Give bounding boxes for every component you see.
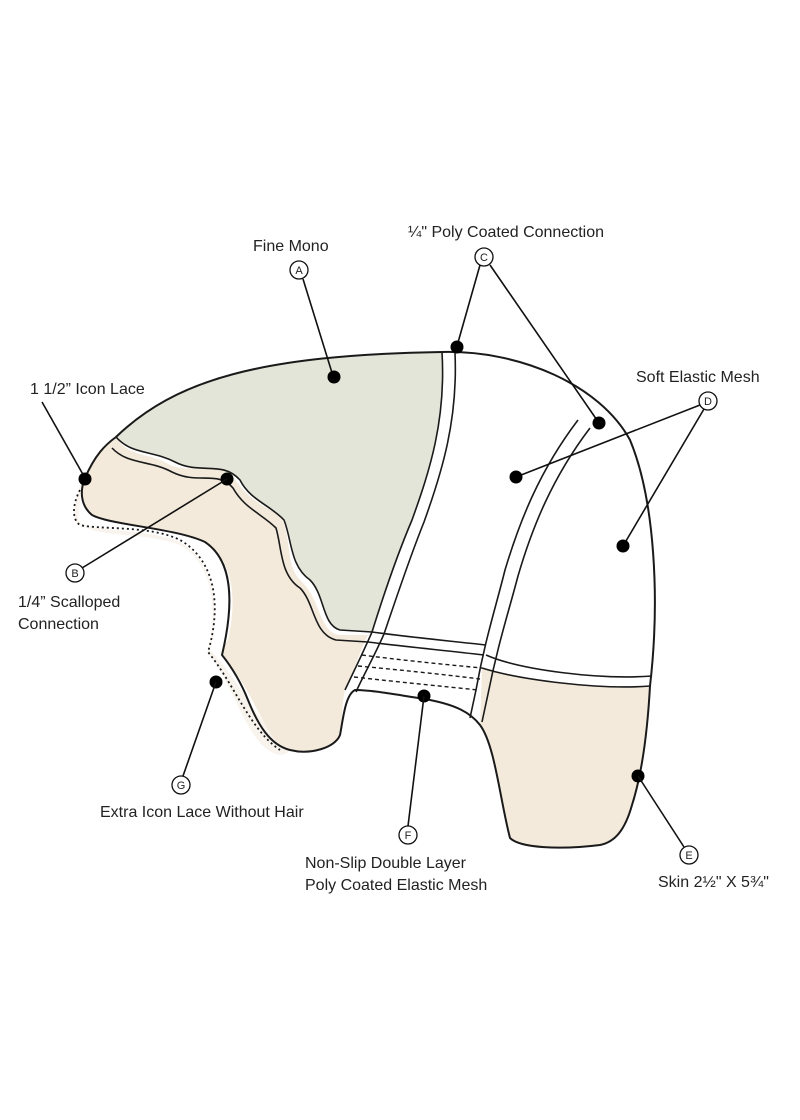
- callout-e-marker: [679, 845, 699, 865]
- non-slip-band-line-2: [367, 641, 485, 656]
- callout-b-leader: [81, 478, 228, 569]
- callout-d-letter: D: [704, 396, 712, 408]
- callout-d-dot-1: [509, 470, 523, 484]
- skin-border-line-1: [485, 654, 653, 678]
- cap-outline: [80, 350, 656, 849]
- fine-mono-region: [116, 352, 443, 632]
- extra-lace-region: [74, 478, 290, 755]
- callout-a-dot: [327, 370, 341, 384]
- callout-e-letter: E: [685, 850, 692, 862]
- callout-d-dot-2: [616, 539, 630, 553]
- callout-d-leader-2: [622, 408, 705, 547]
- callout-e-leader: [637, 775, 685, 848]
- icon-lace-region: [81, 437, 368, 752]
- callout-a-leader: [302, 278, 334, 377]
- non-slip-band-dash-1: [361, 654, 483, 669]
- callout-d-leader-1: [515, 404, 701, 478]
- scalloped-connection-label-1: 1/4” Scalloped: [18, 594, 120, 611]
- callout-f-letter: F: [405, 830, 412, 842]
- poly-connection-front-line-1: [344, 351, 444, 691]
- callout-f-marker: [398, 825, 418, 845]
- scalloped-connection-line-1: [115, 436, 373, 633]
- skin-border-line-2: [481, 667, 651, 688]
- callout-b-marker: [65, 563, 85, 583]
- non-slip-band-dash-2: [357, 665, 481, 680]
- skin-label: Skin 2½" X 5¾": [658, 874, 769, 891]
- callout-c-dot-front: [450, 340, 464, 354]
- callout-c-letter: C: [480, 252, 488, 264]
- non-slip-label-1: Non-Slip Double Layer: [305, 855, 467, 872]
- callout-b-letter: B: [71, 568, 78, 580]
- scalloped-connection-label-2: Connection: [18, 616, 99, 633]
- non-slip-label-2: Poly Coated Elastic Mesh: [305, 877, 487, 894]
- extra-lace-dotted-edge: [73, 489, 281, 751]
- poly-connection-front-line-2: [355, 352, 457, 693]
- non-slip-band-top: [371, 631, 487, 646]
- callout-a-letter: A: [295, 265, 303, 277]
- callout-c-marker: [474, 247, 494, 267]
- callout-g-letter: G: [177, 780, 186, 792]
- callout-c-leader-front: [456, 264, 481, 347]
- callout-d-marker: [698, 391, 718, 411]
- skin-region: [480, 668, 650, 848]
- extra-lace-label: Extra Icon Lace Without Hair: [100, 804, 304, 821]
- poly-connection-back-line-1: [469, 419, 579, 719]
- fine-mono-label: Fine Mono: [253, 238, 329, 255]
- callout-g-leader: [182, 681, 217, 777]
- poly-connection-back-line-2: [481, 427, 591, 723]
- scalloped-connection-line-2: [111, 447, 369, 643]
- callout-g-marker: [171, 775, 191, 795]
- callout-f-leader: [407, 695, 425, 827]
- non-slip-band-dash-3: [353, 676, 479, 691]
- soft-elastic-mesh-label: Soft Elastic Mesh: [636, 369, 760, 386]
- callout-c-leader-back: [489, 264, 600, 424]
- poly-connection-label: ¼" Poly Coated Connection: [408, 224, 604, 241]
- callout-a-marker: [289, 260, 309, 280]
- icon-lace-label: 1 1/2” Icon Lace: [30, 381, 145, 398]
- icon-lace-leader: [41, 401, 86, 479]
- icon-lace-dot: [78, 472, 92, 486]
- callout-c-dot-back: [592, 416, 606, 430]
